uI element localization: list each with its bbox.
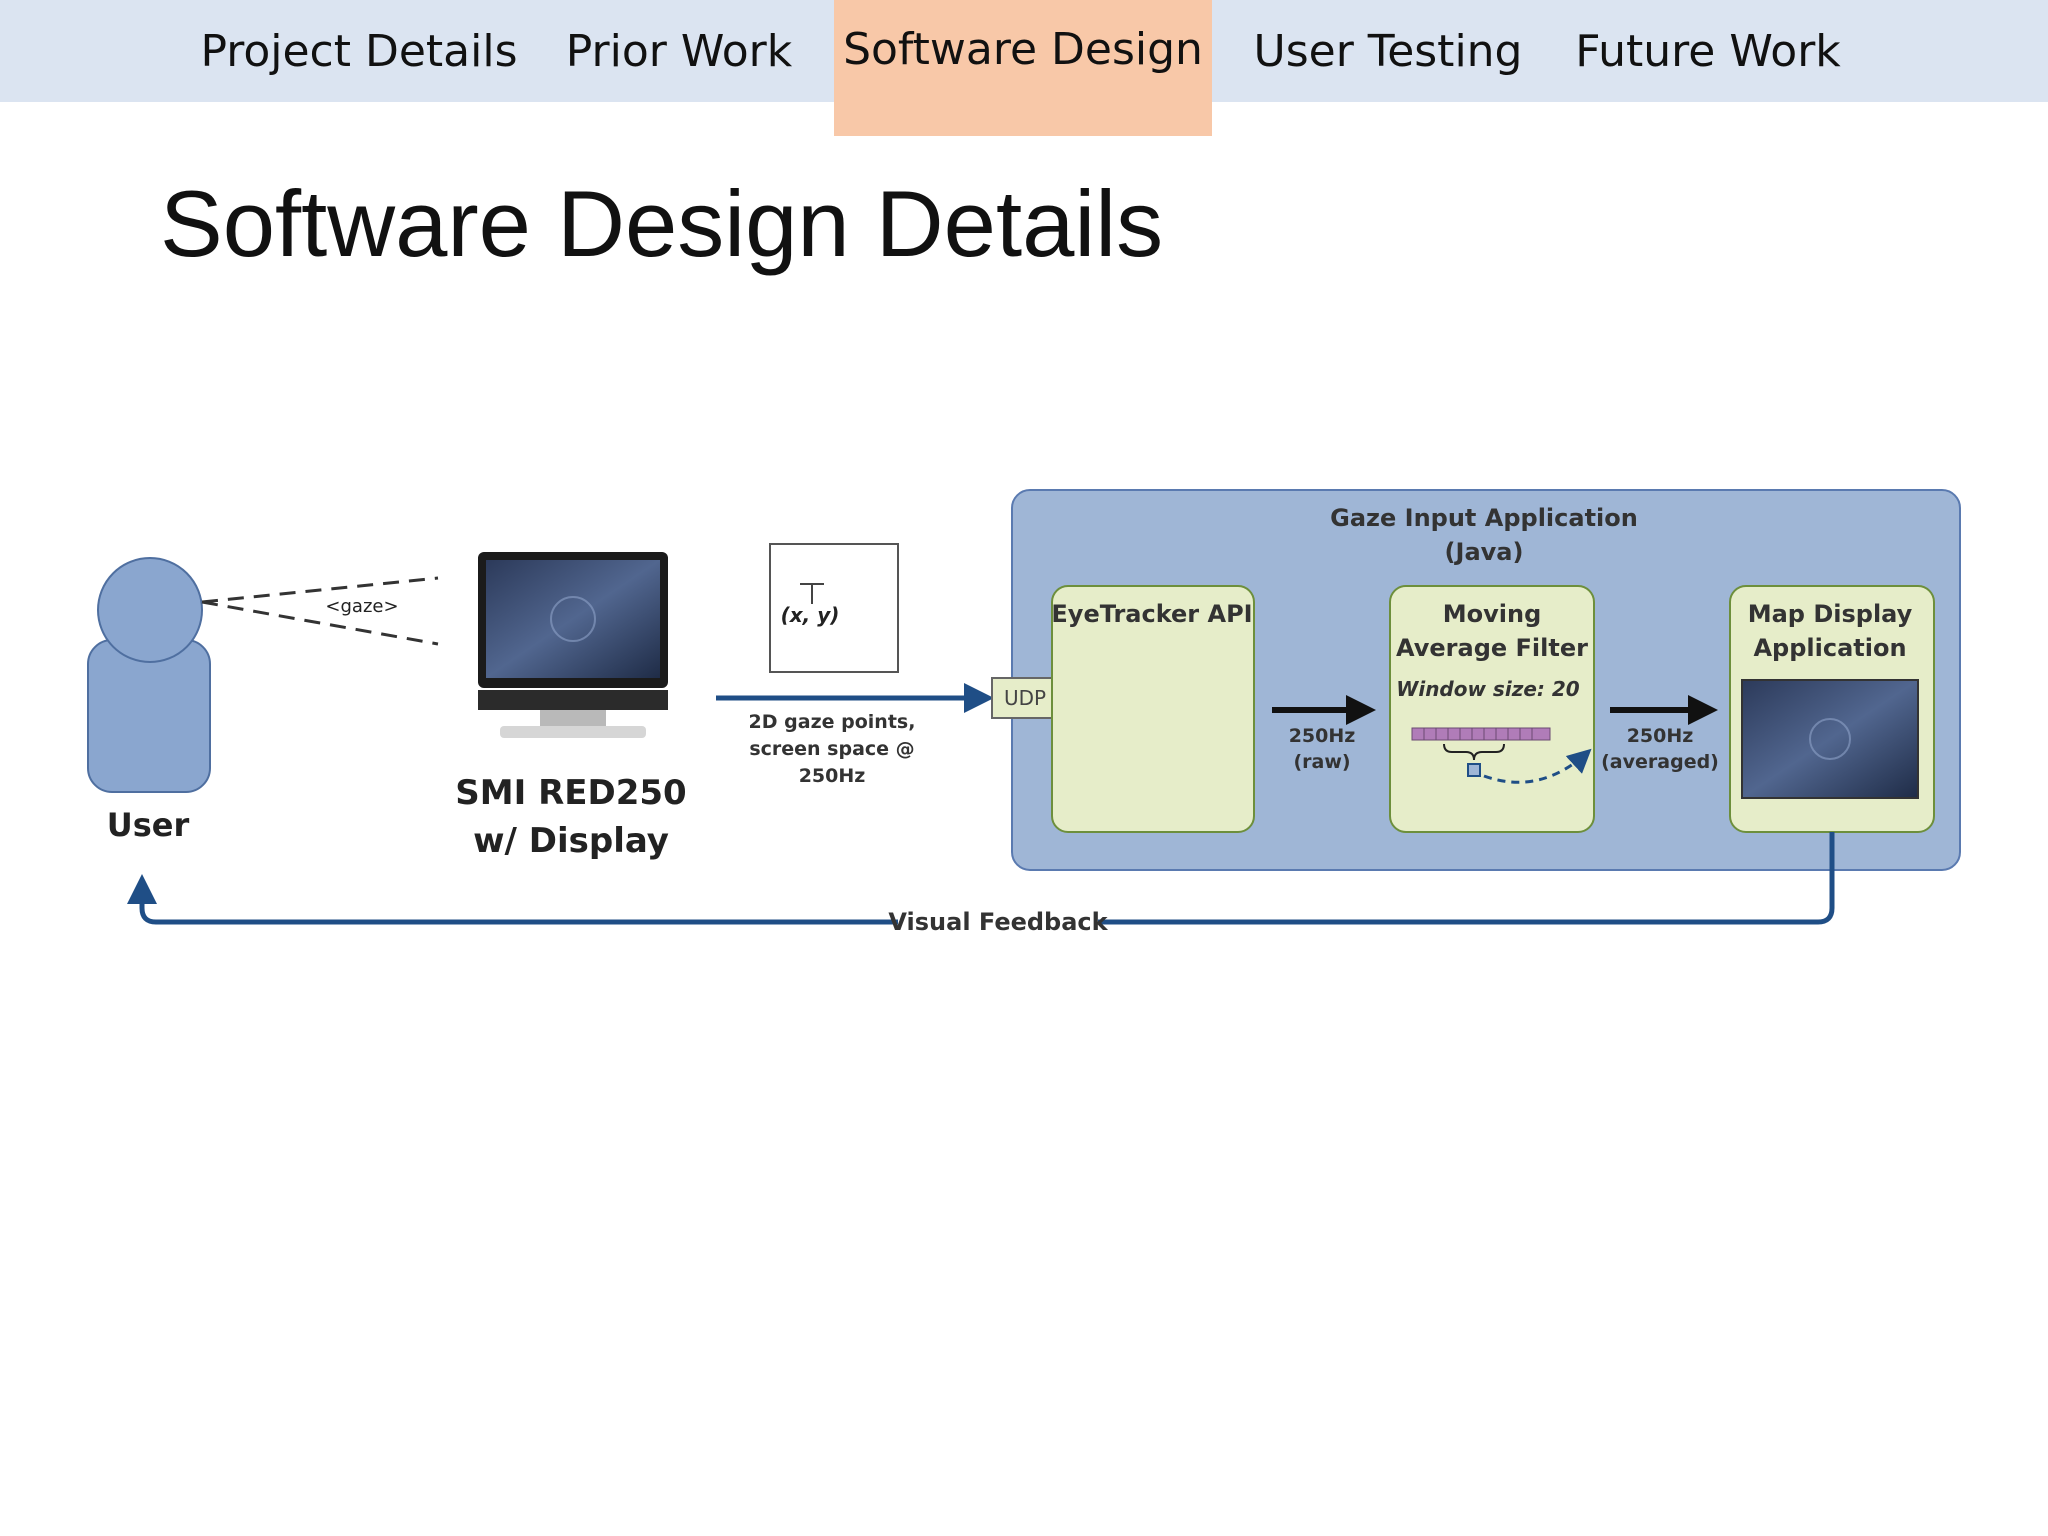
top-navigation-bar: Project Details Prior Work Software Desi… [0,0,2048,136]
tab-software-design[interactable]: Software Design [834,0,1212,136]
app-title-line2: (Java) [1445,538,1524,566]
stream-label-line2: screen space @ [749,738,914,760]
gaze-point-box [769,543,899,673]
visual-feedback-label: Visual Feedback [888,908,1108,936]
rate-raw-line1: 250Hz [1289,725,1356,747]
user-label: User [107,806,190,844]
map-label-line1: Map Display [1748,600,1913,628]
tracker-label-line2: w/ Display [473,821,669,861]
eye-tracker-monitor [478,552,668,738]
window-size-label: Window size: 20 [1396,677,1579,701]
filter-label-line2: Average Filter [1396,634,1588,662]
tab-project-details[interactable]: Project Details [200,25,518,77]
rate-avg-line1: 250Hz [1627,725,1694,747]
tab-user-testing[interactable]: User Testing [1253,25,1523,77]
map-display-thumbnail [1741,679,1919,799]
monitor-screen [486,560,660,678]
slide-title: Software Design Details [160,171,1164,276]
filter-label-line1: Moving [1443,600,1542,628]
app-title-line1: Gaze Input Application [1330,504,1638,532]
stream-label-line1: 2D gaze points, [749,711,916,733]
map-label-line2: Application [1753,634,1906,662]
eyetracker-api-label: EyeTracker API [1051,600,1252,628]
rate-avg-line2: (averaged) [1601,751,1719,773]
user-figure [87,557,211,793]
point-label: (x, y) [781,603,840,627]
rate-raw-line2: (raw) [1293,751,1350,773]
eyetracker-api-box [1051,585,1255,833]
tab-prior-work[interactable]: Prior Work [565,25,793,77]
tab-future-work[interactable]: Future Work [1575,25,1841,77]
stream-label-line3: 250Hz [799,765,866,787]
tracker-label-line1: SMI RED250 [455,773,686,813]
filter-window-cells [1411,727,1592,784]
gaze-lines [201,576,439,646]
moving-average-filter-box [1389,585,1595,833]
udp-port [991,677,1059,719]
gaze-label: <gaze> [325,596,398,617]
udp-label: UDP [1004,686,1046,710]
user-head [97,557,203,663]
